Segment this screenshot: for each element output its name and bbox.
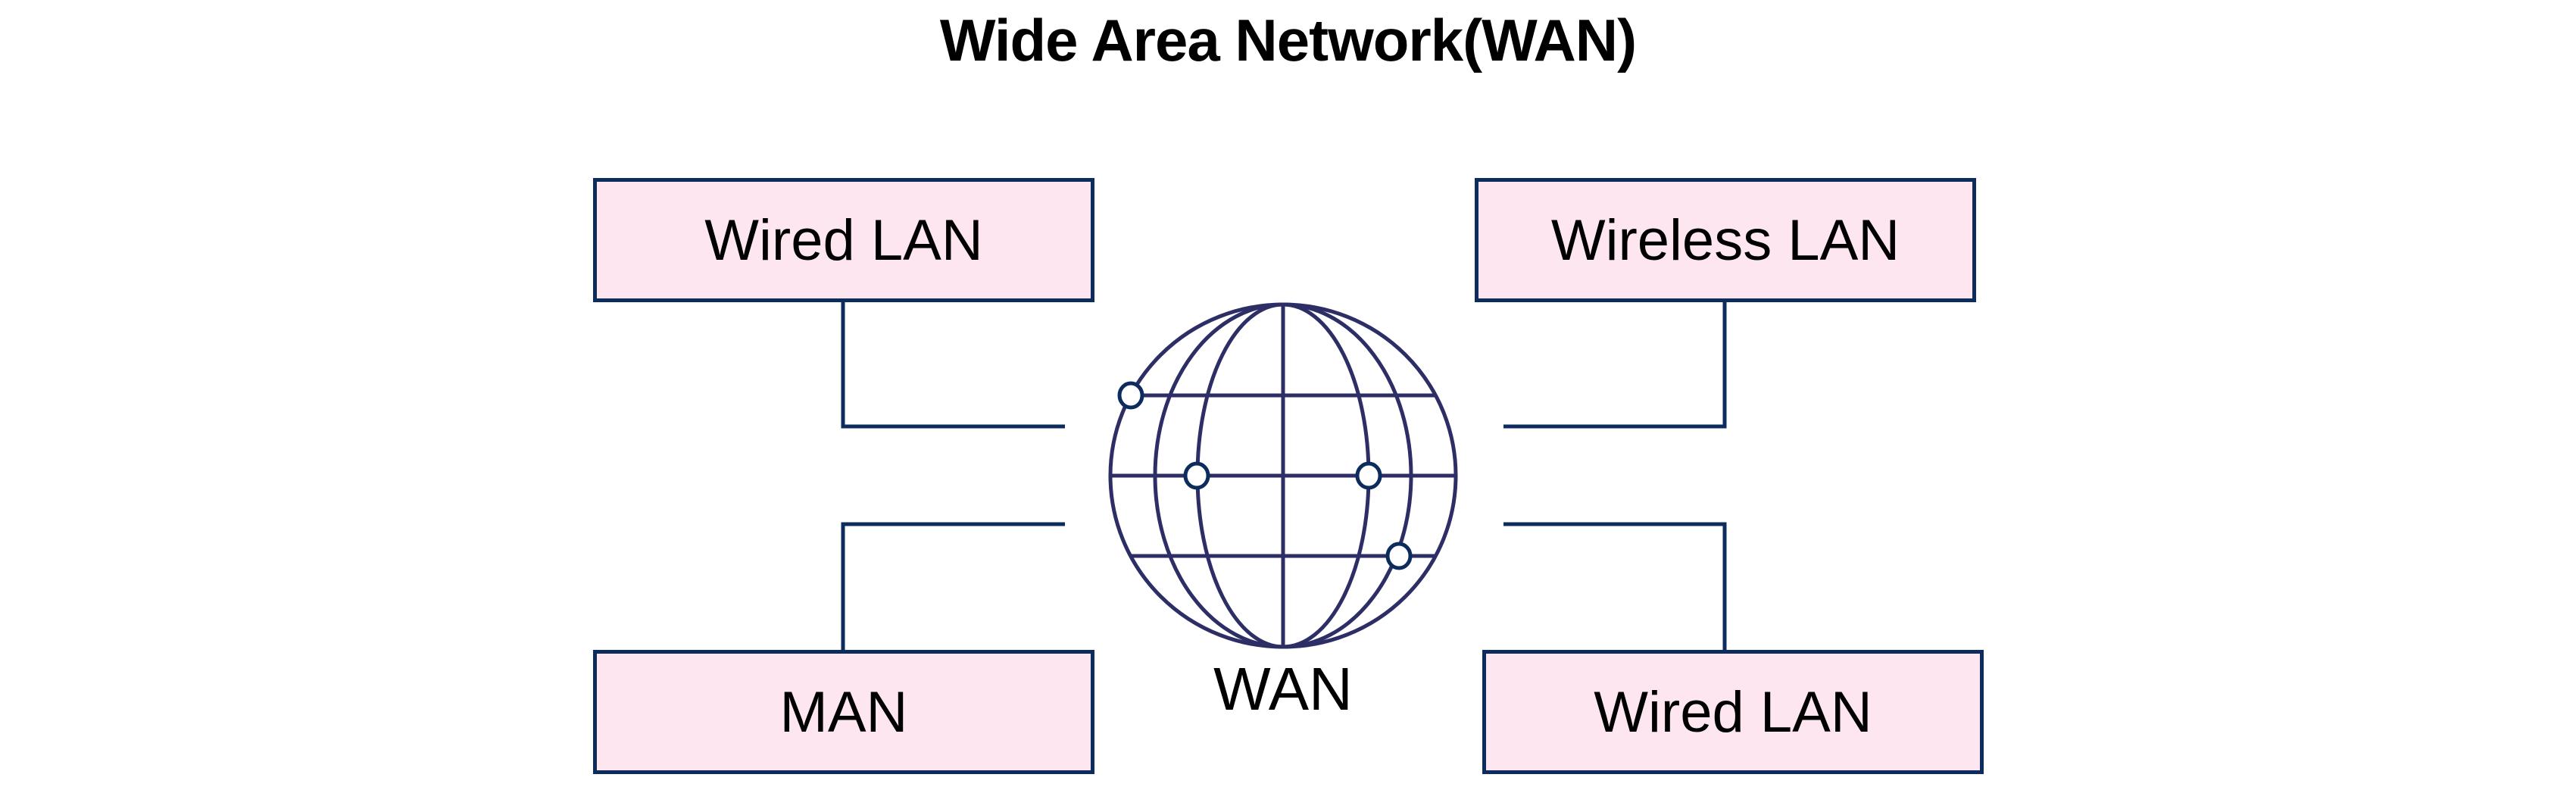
node-man-bottom-left: MAN xyxy=(593,650,1094,774)
node-label: Wireless LAN xyxy=(1550,208,1900,273)
network-node-icon xyxy=(1117,381,1144,410)
node-label: Wired LAN xyxy=(704,208,983,273)
connector-top-right xyxy=(1503,301,1727,429)
globe-nodes xyxy=(1117,381,1413,570)
network-node-icon xyxy=(1385,542,1413,570)
node-label: Wired LAN xyxy=(1594,679,1872,745)
connector-bottom-left xyxy=(841,522,1065,650)
network-node-icon xyxy=(1183,461,1210,490)
node-wireless-lan-top-right: Wireless LAN xyxy=(1475,178,1976,302)
connectors xyxy=(841,301,1727,650)
node-wired-lan-bottom-right: Wired LAN xyxy=(1482,650,1984,774)
network-node-icon xyxy=(1355,461,1382,490)
diagram-title: Wide Area Network(WAN) xyxy=(939,7,1637,73)
connector-top-left xyxy=(841,301,1065,429)
node-label: MAN xyxy=(779,679,908,745)
wan-label: WAN xyxy=(1213,655,1353,723)
node-wired-lan-top-left: Wired LAN xyxy=(593,178,1094,302)
connector-bottom-right xyxy=(1503,522,1727,650)
globe-icon xyxy=(1108,302,1458,649)
